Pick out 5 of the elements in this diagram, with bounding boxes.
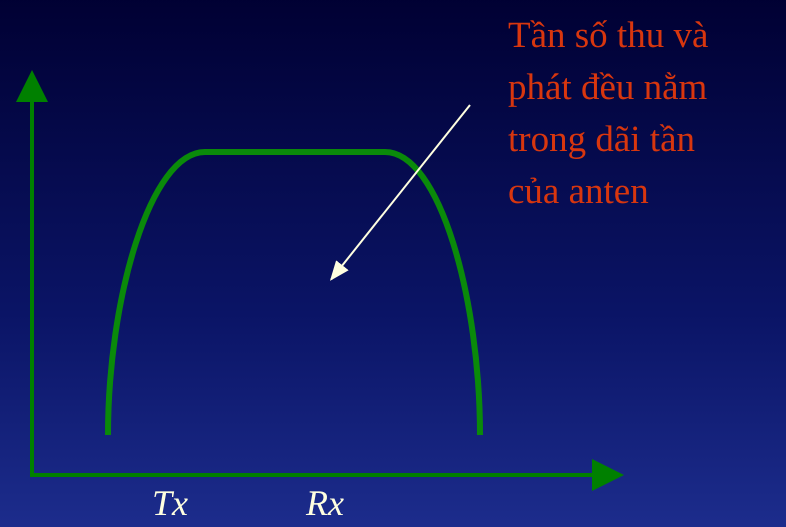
band-curve bbox=[105, 149, 483, 436]
axis-tick-label: Rx bbox=[306, 482, 344, 524]
axis-tick-label: Tx bbox=[152, 482, 188, 524]
callout-text: Tần số thu và phát đều nằm trong dãi tần của anten bbox=[508, 14, 710, 214]
leader-arrow bbox=[330, 104, 471, 281]
